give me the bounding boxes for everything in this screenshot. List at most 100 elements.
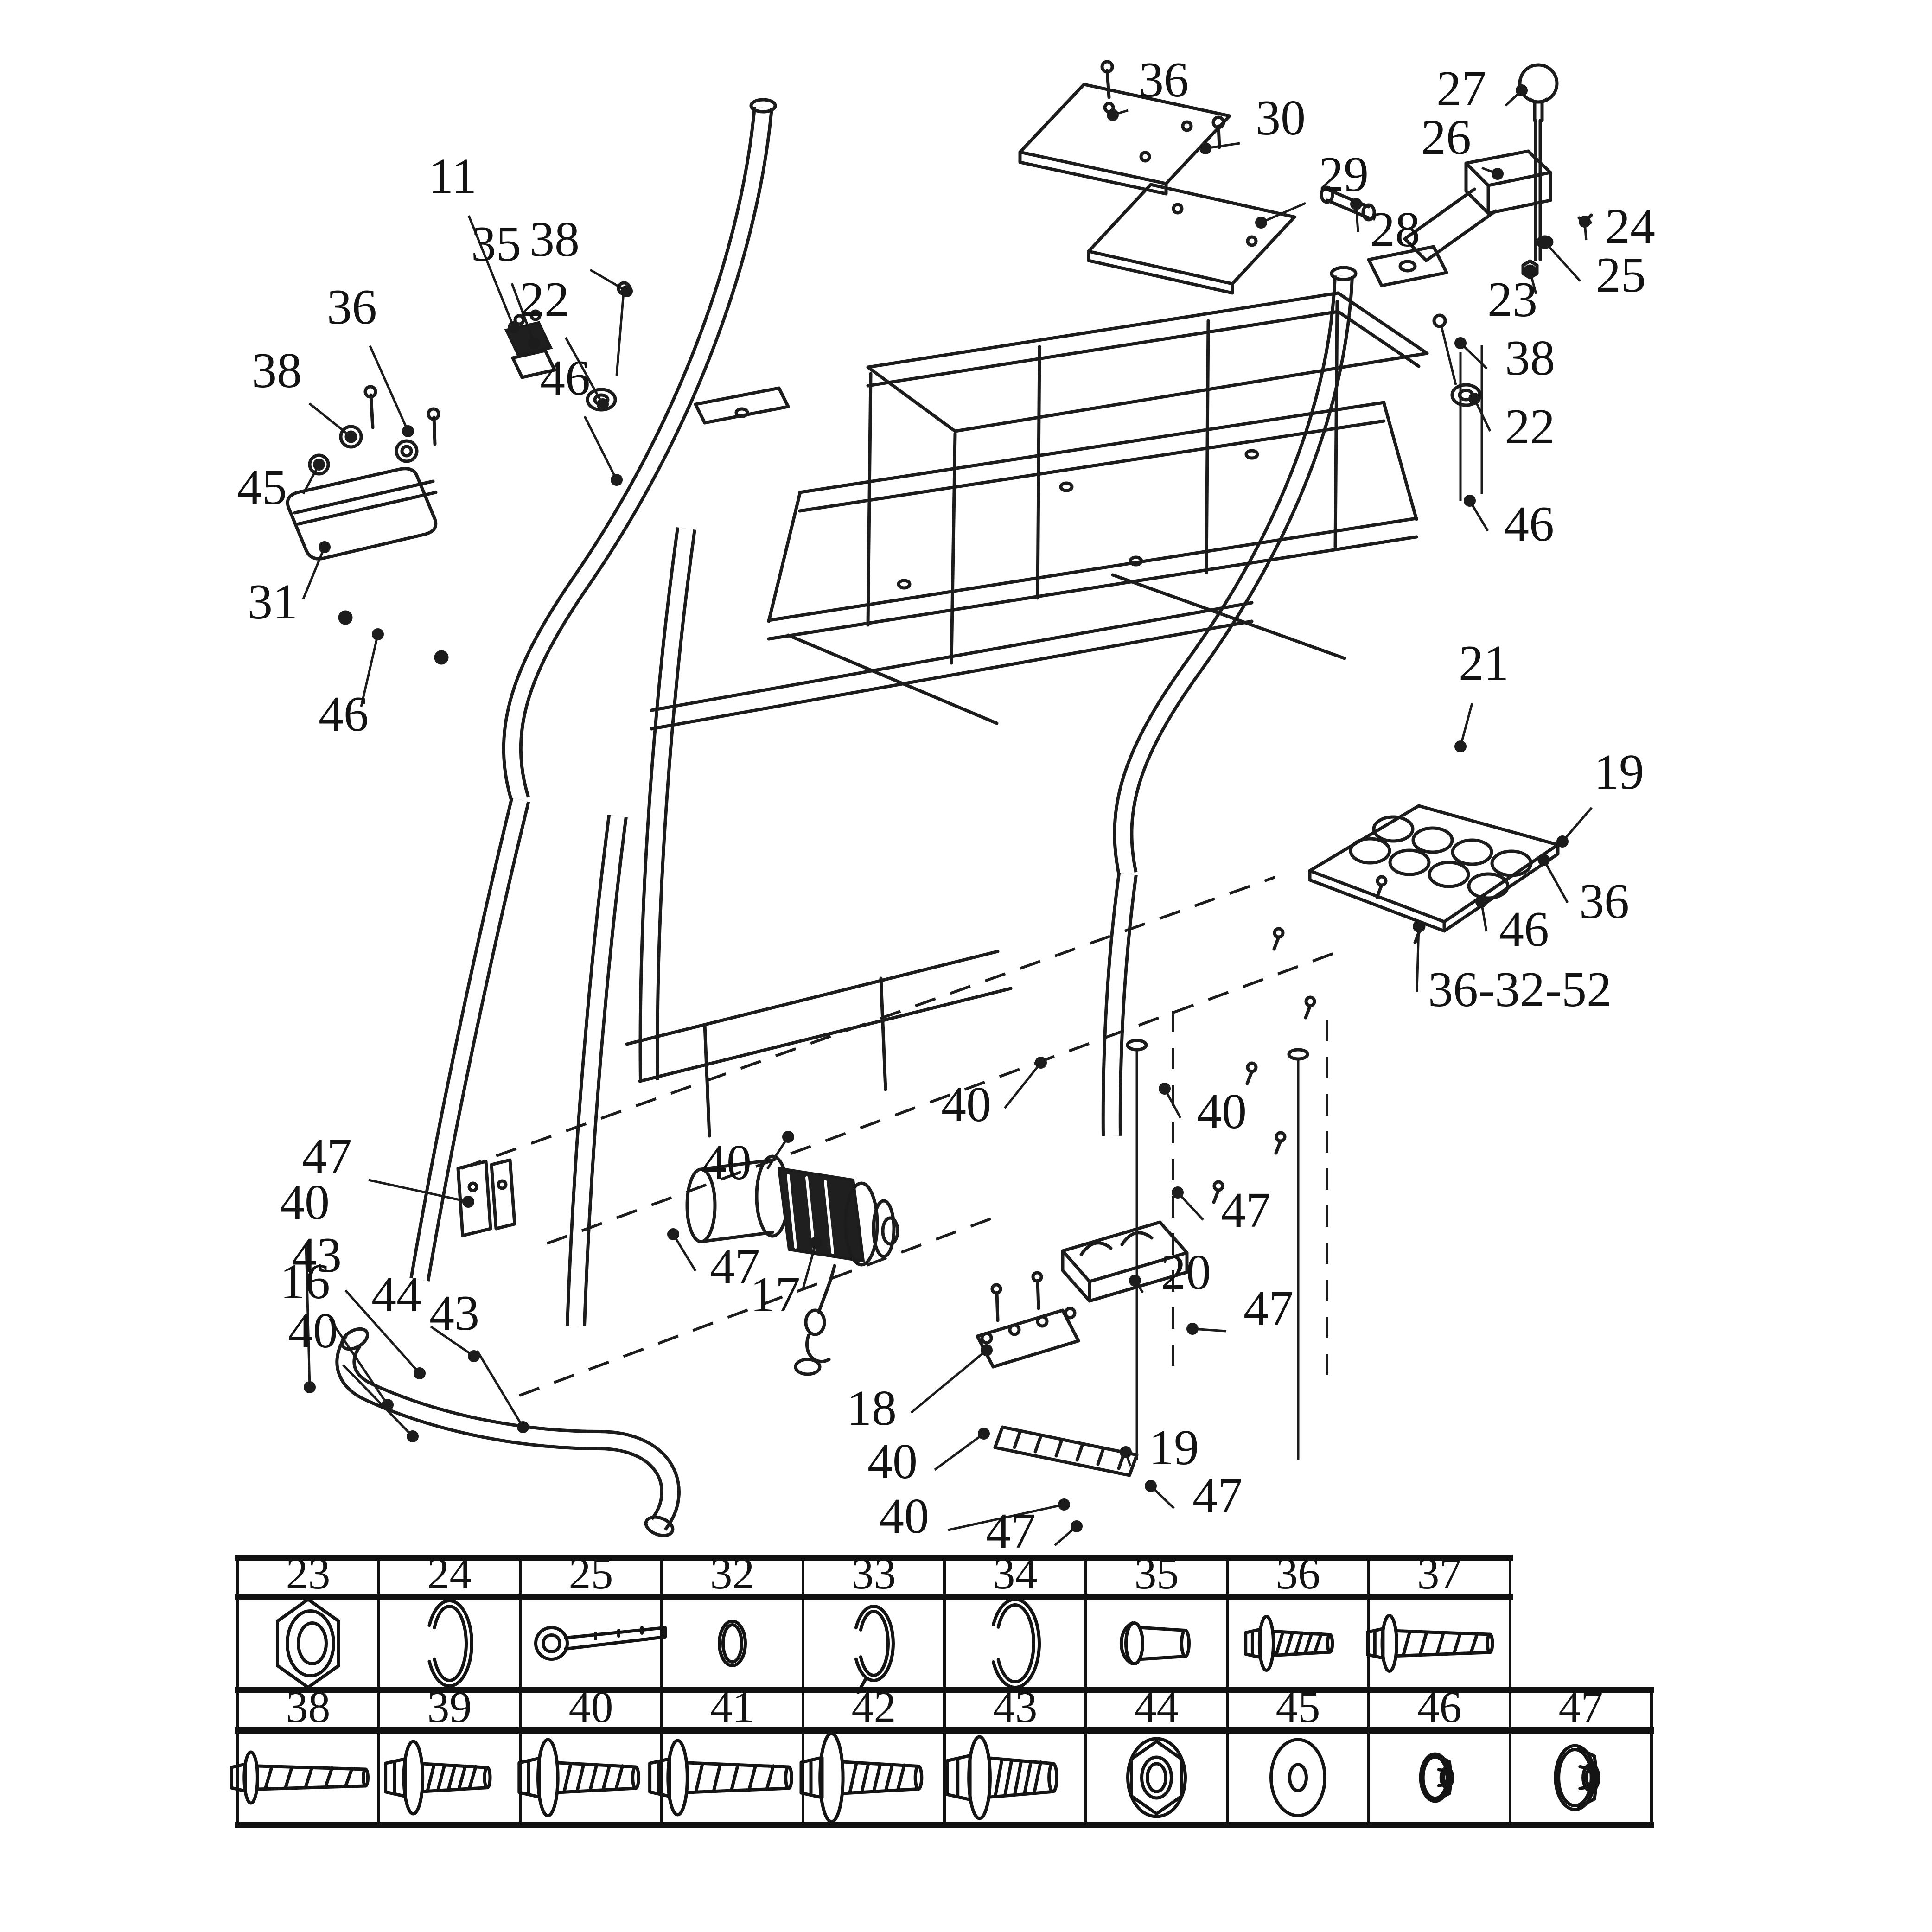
frame-rails bbox=[625, 291, 1429, 1138]
callout-leader bbox=[1543, 859, 1569, 904]
table-header-46: 46 bbox=[1417, 1682, 1462, 1732]
callout-leader bbox=[1260, 202, 1307, 224]
callout-40: 40 bbox=[288, 1303, 338, 1358]
hardware-dot bbox=[621, 285, 633, 297]
hardware-dot bbox=[1159, 1083, 1171, 1095]
hardware-dot bbox=[1454, 740, 1467, 752]
hardware-dot bbox=[1107, 109, 1119, 121]
table-header-47: 47 bbox=[1559, 1682, 1603, 1732]
brackets-18-19-20 bbox=[976, 1220, 1189, 1477]
callout-36: 36 bbox=[1579, 874, 1629, 929]
table-header-32: 32 bbox=[710, 1549, 755, 1598]
table-header-38: 38 bbox=[286, 1682, 331, 1732]
hardware-dot bbox=[1539, 236, 1551, 248]
callout-leader bbox=[934, 1432, 985, 1471]
callout-leader bbox=[801, 1242, 817, 1291]
bolt-s-icon bbox=[1244, 1615, 1334, 1672]
callout-leader bbox=[1416, 926, 1420, 992]
callout-44: 44 bbox=[371, 1267, 421, 1322]
hardware-dot bbox=[978, 1428, 990, 1440]
hardware-dot bbox=[1464, 495, 1476, 507]
o-ring-icon bbox=[718, 1620, 747, 1667]
callout-43: 43 bbox=[292, 1228, 342, 1283]
button-bolt-icon bbox=[1119, 1621, 1191, 1665]
table-header-35: 35 bbox=[1135, 1549, 1179, 1598]
callout-leader bbox=[1460, 342, 1488, 370]
callout-21: 21 bbox=[1459, 636, 1509, 691]
callout-leader bbox=[910, 1349, 988, 1414]
callout-46: 46 bbox=[540, 351, 590, 406]
table-header-25: 25 bbox=[569, 1549, 613, 1598]
callout-40: 40 bbox=[941, 1077, 991, 1132]
callout-leader bbox=[1562, 807, 1593, 842]
table-header-24: 24 bbox=[427, 1549, 472, 1598]
callout-28: 28 bbox=[1370, 202, 1420, 257]
hardware-dot bbox=[1516, 84, 1528, 96]
callout-36-32-52: 36-32-52 bbox=[1428, 962, 1612, 1017]
hardware-dot bbox=[782, 1131, 794, 1143]
hardware-dot bbox=[1556, 835, 1569, 848]
callout-19: 19 bbox=[1594, 745, 1644, 800]
winch-motor-17 bbox=[685, 1154, 899, 1376]
callout-leader bbox=[342, 1364, 414, 1437]
table-header-44: 44 bbox=[1135, 1682, 1179, 1732]
snap-ring-c-icon bbox=[991, 1598, 1041, 1689]
callout-leader bbox=[344, 1289, 421, 1374]
hardware-dot bbox=[981, 1344, 993, 1356]
hardware-dot bbox=[1524, 265, 1536, 277]
loose-screws bbox=[1212, 875, 1426, 1204]
hardware-dot bbox=[319, 541, 331, 553]
callout-22: 22 bbox=[519, 272, 569, 327]
hardware-dot bbox=[1468, 393, 1480, 405]
callout-40: 40 bbox=[879, 1489, 929, 1544]
hardware-dot bbox=[611, 474, 623, 486]
callout-35: 35 bbox=[471, 217, 521, 272]
callout-36: 36 bbox=[327, 280, 377, 335]
callout-leader bbox=[1459, 703, 1473, 747]
callout-46: 46 bbox=[1504, 497, 1554, 552]
callout-24: 24 bbox=[1605, 199, 1655, 254]
hardware-dot bbox=[1172, 1186, 1184, 1199]
hardware-dot bbox=[1454, 337, 1467, 349]
hardware-dot bbox=[462, 1196, 474, 1208]
hardware-dot bbox=[1255, 217, 1267, 229]
hardware-dot bbox=[372, 628, 384, 640]
callout-38: 38 bbox=[529, 212, 580, 267]
hardware-dot bbox=[1035, 1057, 1047, 1069]
table-header-43: 43 bbox=[993, 1682, 1038, 1732]
table-header-23: 23 bbox=[286, 1549, 331, 1598]
hardware-dot bbox=[1071, 1520, 1083, 1532]
callout-11: 11 bbox=[428, 149, 477, 204]
table-header-40: 40 bbox=[569, 1682, 613, 1732]
callout-leader bbox=[368, 1179, 469, 1203]
hardware-dot bbox=[1145, 1480, 1157, 1492]
hardware-dot bbox=[1579, 216, 1591, 228]
table-header-39: 39 bbox=[427, 1682, 472, 1732]
hardware-dot bbox=[1350, 198, 1362, 210]
hardware-dot bbox=[468, 1350, 480, 1362]
bolt-thick-icon bbox=[945, 1735, 1058, 1820]
callout-45: 45 bbox=[237, 460, 287, 515]
callout-23: 23 bbox=[1487, 272, 1537, 327]
hardware-dot bbox=[810, 1237, 822, 1249]
bolt-wide-icon bbox=[799, 1732, 924, 1824]
callout-leader bbox=[430, 1325, 475, 1358]
callout-26: 26 bbox=[1421, 110, 1471, 165]
callout-leader bbox=[766, 1136, 790, 1170]
mount-plates-29-30 bbox=[1018, 60, 1296, 295]
hardware-dot bbox=[1199, 142, 1211, 154]
battery-box-31 bbox=[286, 385, 449, 665]
callout-46: 46 bbox=[1499, 902, 1549, 957]
callout-36: 36 bbox=[1139, 52, 1189, 108]
callout-47: 47 bbox=[1192, 1468, 1243, 1524]
skid-plate-21 bbox=[1308, 804, 1560, 933]
hardware-dot bbox=[414, 1367, 426, 1379]
callout-40: 40 bbox=[280, 1175, 330, 1230]
hardware-dot bbox=[597, 398, 609, 410]
bolt-thin-icon bbox=[230, 1750, 370, 1805]
callout-30: 30 bbox=[1256, 90, 1306, 146]
hardware-dot bbox=[1538, 854, 1550, 866]
callout-17: 17 bbox=[750, 1267, 800, 1322]
